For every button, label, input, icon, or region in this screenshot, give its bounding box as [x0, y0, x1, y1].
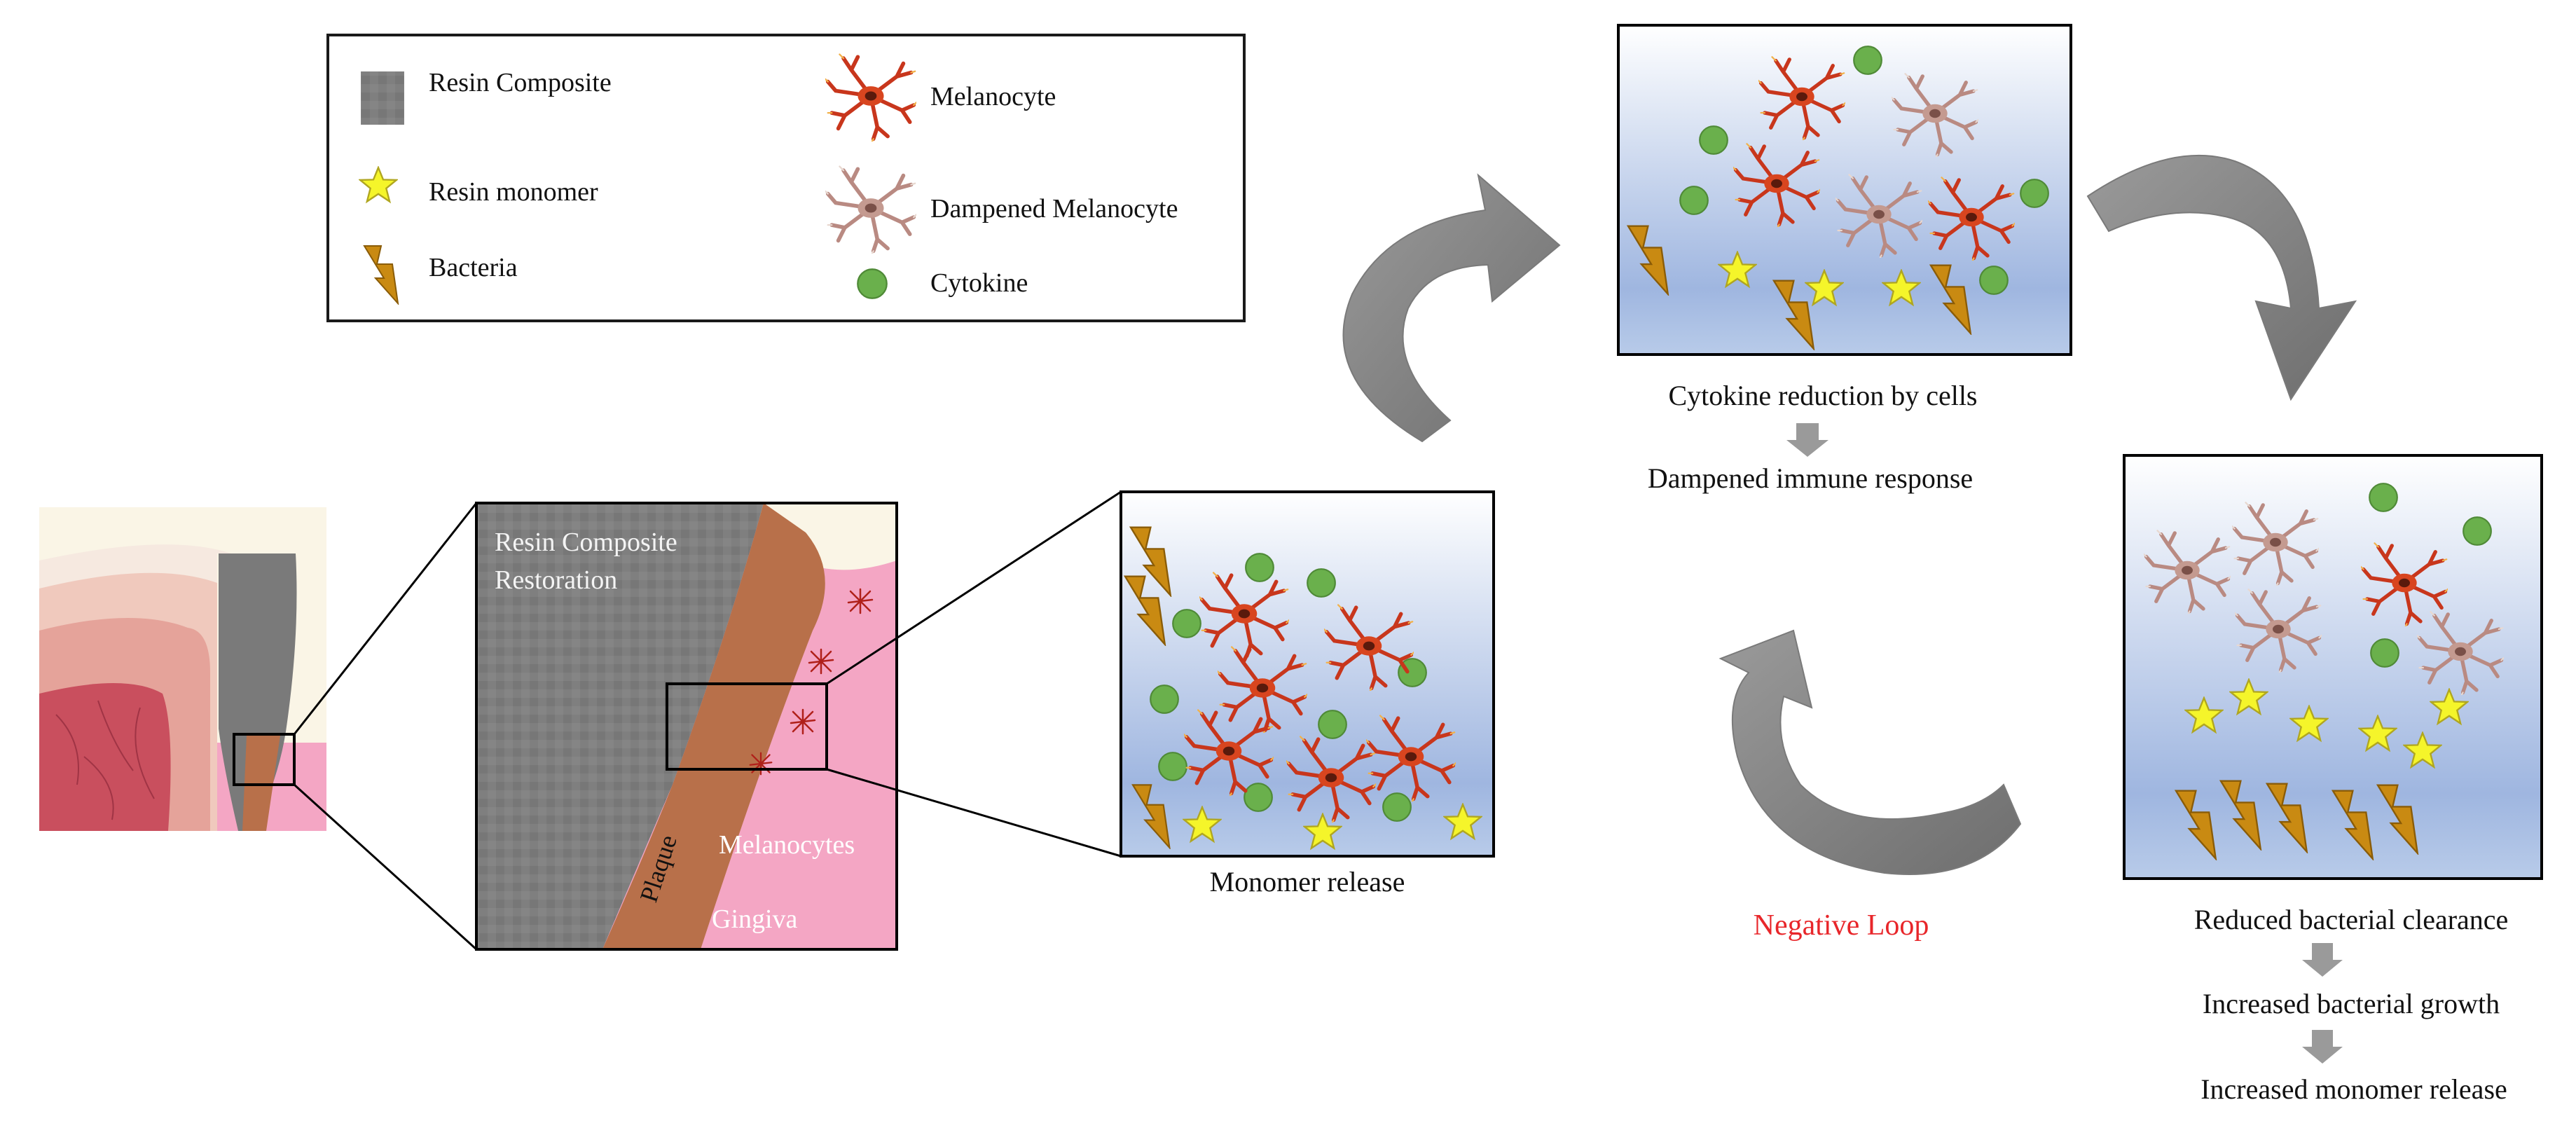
resin-composite-swatch	[361, 71, 404, 125]
cytokine-dot-icon	[2020, 179, 2049, 208]
cytokine-dot-icon	[2370, 638, 2399, 668]
cytokine-dot-icon	[2463, 516, 2492, 546]
down-arrow-icon	[2302, 943, 2343, 977]
legend-resin-monomer: Resin monomer	[429, 177, 598, 207]
cytokine-dot-icon	[1307, 568, 1336, 598]
panel-cytokine-reduction: Cytokine reduction by cells Dampened imm…	[1617, 24, 2072, 494]
tooth-zoom-marker	[233, 733, 296, 786]
zoom-panel: Resin Composite Restoration Plaque Melan…	[475, 490, 1122, 951]
cytokine-dot-icon	[1679, 186, 1709, 215]
cytokine-dot-icon	[1150, 685, 1179, 714]
restoration-label-1: Resin Composite	[495, 528, 677, 557]
curved-arrows: Negative Loop	[1342, 154, 2357, 942]
cytokine-dot-icon	[1699, 125, 1728, 155]
legend-box	[326, 34, 1246, 322]
cytokine-dot-icon	[1979, 266, 2009, 295]
cytokine-dot-icon	[1172, 609, 1201, 638]
reduced-clearance-caption: Reduced bacterial clearance	[2194, 904, 2509, 935]
increased-monomer-caption: Increased monomer release	[2200, 1073, 2507, 1105]
panel-reduced-clearance: Reduced bacterial clearance Increased ba…	[2123, 454, 2543, 1105]
cytokine-dot-icon	[1245, 553, 1274, 582]
zoom-marker	[666, 682, 828, 771]
curved-arrow-icon	[1342, 173, 1561, 443]
cytokine-dot-icon	[1382, 792, 1412, 822]
panel-monomer-release: Monomer release	[1120, 490, 1495, 897]
legend-melanocyte: Melanocyte	[930, 82, 1056, 111]
curved-arrow-icon	[2086, 154, 2357, 401]
cytokine-dot-icon	[857, 268, 888, 299]
melanocytes-label: Melanocytes	[719, 830, 855, 860]
tooth-illustration	[39, 502, 478, 951]
cytokine-dot-icon	[2369, 483, 2398, 512]
negative-loop-label: Negative Loop	[1754, 909, 1929, 942]
legend-cytokine: Cytokine	[930, 268, 1028, 298]
increased-growth-caption: Increased bacterial growth	[2203, 988, 2500, 1019]
cytokine-dot-icon	[1853, 46, 1882, 75]
negative-loop-arrow-icon	[1719, 629, 2022, 875]
cytokine-dot-icon	[1158, 752, 1187, 781]
gingiva-label: Gingiva	[712, 904, 798, 934]
down-arrow-icon	[1786, 423, 1828, 457]
legend: Resin Composite Resin monomer Bacteria M…	[326, 34, 1246, 322]
dampened-immune-caption: Dampened immune response	[1648, 462, 1973, 494]
restoration-label-2: Restoration	[495, 565, 617, 595]
legend-resin-composite: Resin Composite	[429, 68, 612, 97]
down-arrow-icon	[2302, 1030, 2343, 1064]
monomer-release-caption: Monomer release	[1210, 866, 1405, 897]
legend-bacteria: Bacteria	[429, 253, 518, 282]
legend-dampened-melanocyte: Dampened Melanocyte	[930, 194, 1178, 223]
cytokine-dot-icon	[1244, 783, 1273, 812]
cytokine-reduction-caption: Cytokine reduction by cells	[1668, 380, 1977, 411]
cytokine-dot-icon	[1318, 710, 1347, 739]
